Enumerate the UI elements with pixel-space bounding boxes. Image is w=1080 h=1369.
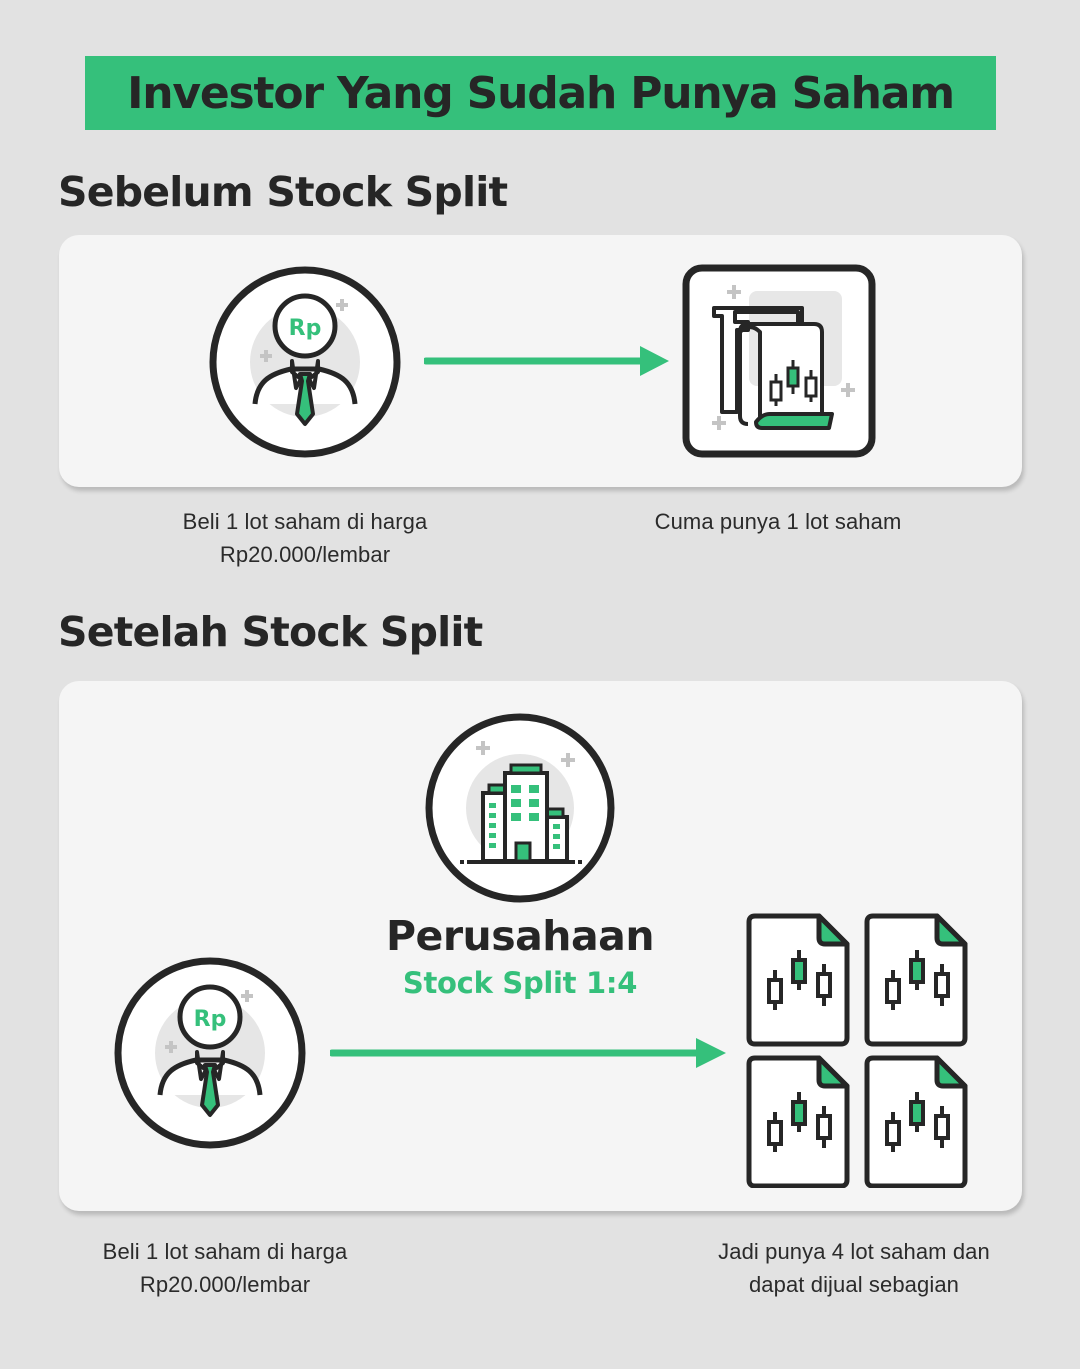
arrow-right-icon bbox=[330, 1038, 726, 1068]
svg-text:Rp: Rp bbox=[194, 1007, 227, 1032]
company-name: Perusahaan bbox=[385, 912, 655, 960]
stock-document-icon bbox=[749, 1058, 847, 1186]
svg-text:Rp: Rp bbox=[289, 316, 322, 341]
after-caption-left: Beli 1 lot saham di harga Rp20.000/lemba… bbox=[70, 1235, 380, 1301]
company-building-icon bbox=[425, 713, 615, 903]
investor-rp-icon: Rp bbox=[114, 957, 306, 1149]
after-caption-right-line2: dapat dijual sebagian bbox=[748, 1272, 960, 1297]
four-stock-documents bbox=[745, 912, 969, 1188]
section-title-after: Setelah Stock Split bbox=[58, 608, 483, 656]
section-title-before: Sebelum Stock Split bbox=[58, 168, 508, 216]
before-caption-left-line2: Rp20.000/lembar bbox=[219, 542, 391, 567]
before-caption-right: Cuma punya 1 lot saham bbox=[654, 509, 902, 534]
after-caption-left-line2: Rp20.000/lembar bbox=[139, 1272, 311, 1297]
after-caption-right-line1: Jadi punya 4 lot saham dan bbox=[718, 1239, 990, 1264]
before-caption-left-line1: Beli 1 lot saham di harga bbox=[182, 509, 428, 534]
arrow-right-icon bbox=[424, 346, 669, 376]
after-caption-left-line1: Beli 1 lot saham di harga bbox=[102, 1239, 348, 1264]
before-caption-left: Beli 1 lot saham di harga Rp20.000/lemba… bbox=[150, 505, 460, 571]
stock-document-icon bbox=[867, 916, 965, 1044]
stock-document-icon bbox=[682, 264, 876, 458]
stock-document-icon bbox=[749, 916, 847, 1044]
company-action: Stock Split 1:4 bbox=[402, 966, 638, 1000]
page-title: Investor Yang Sudah Punya Saham bbox=[127, 67, 955, 119]
after-caption-right: Jadi punya 4 lot saham dan dapat dijual … bbox=[690, 1235, 1018, 1301]
investor-rp-icon: Rp bbox=[209, 266, 401, 458]
title-banner: Investor Yang Sudah Punya Saham bbox=[85, 56, 996, 130]
stock-document-icon bbox=[867, 1058, 965, 1186]
